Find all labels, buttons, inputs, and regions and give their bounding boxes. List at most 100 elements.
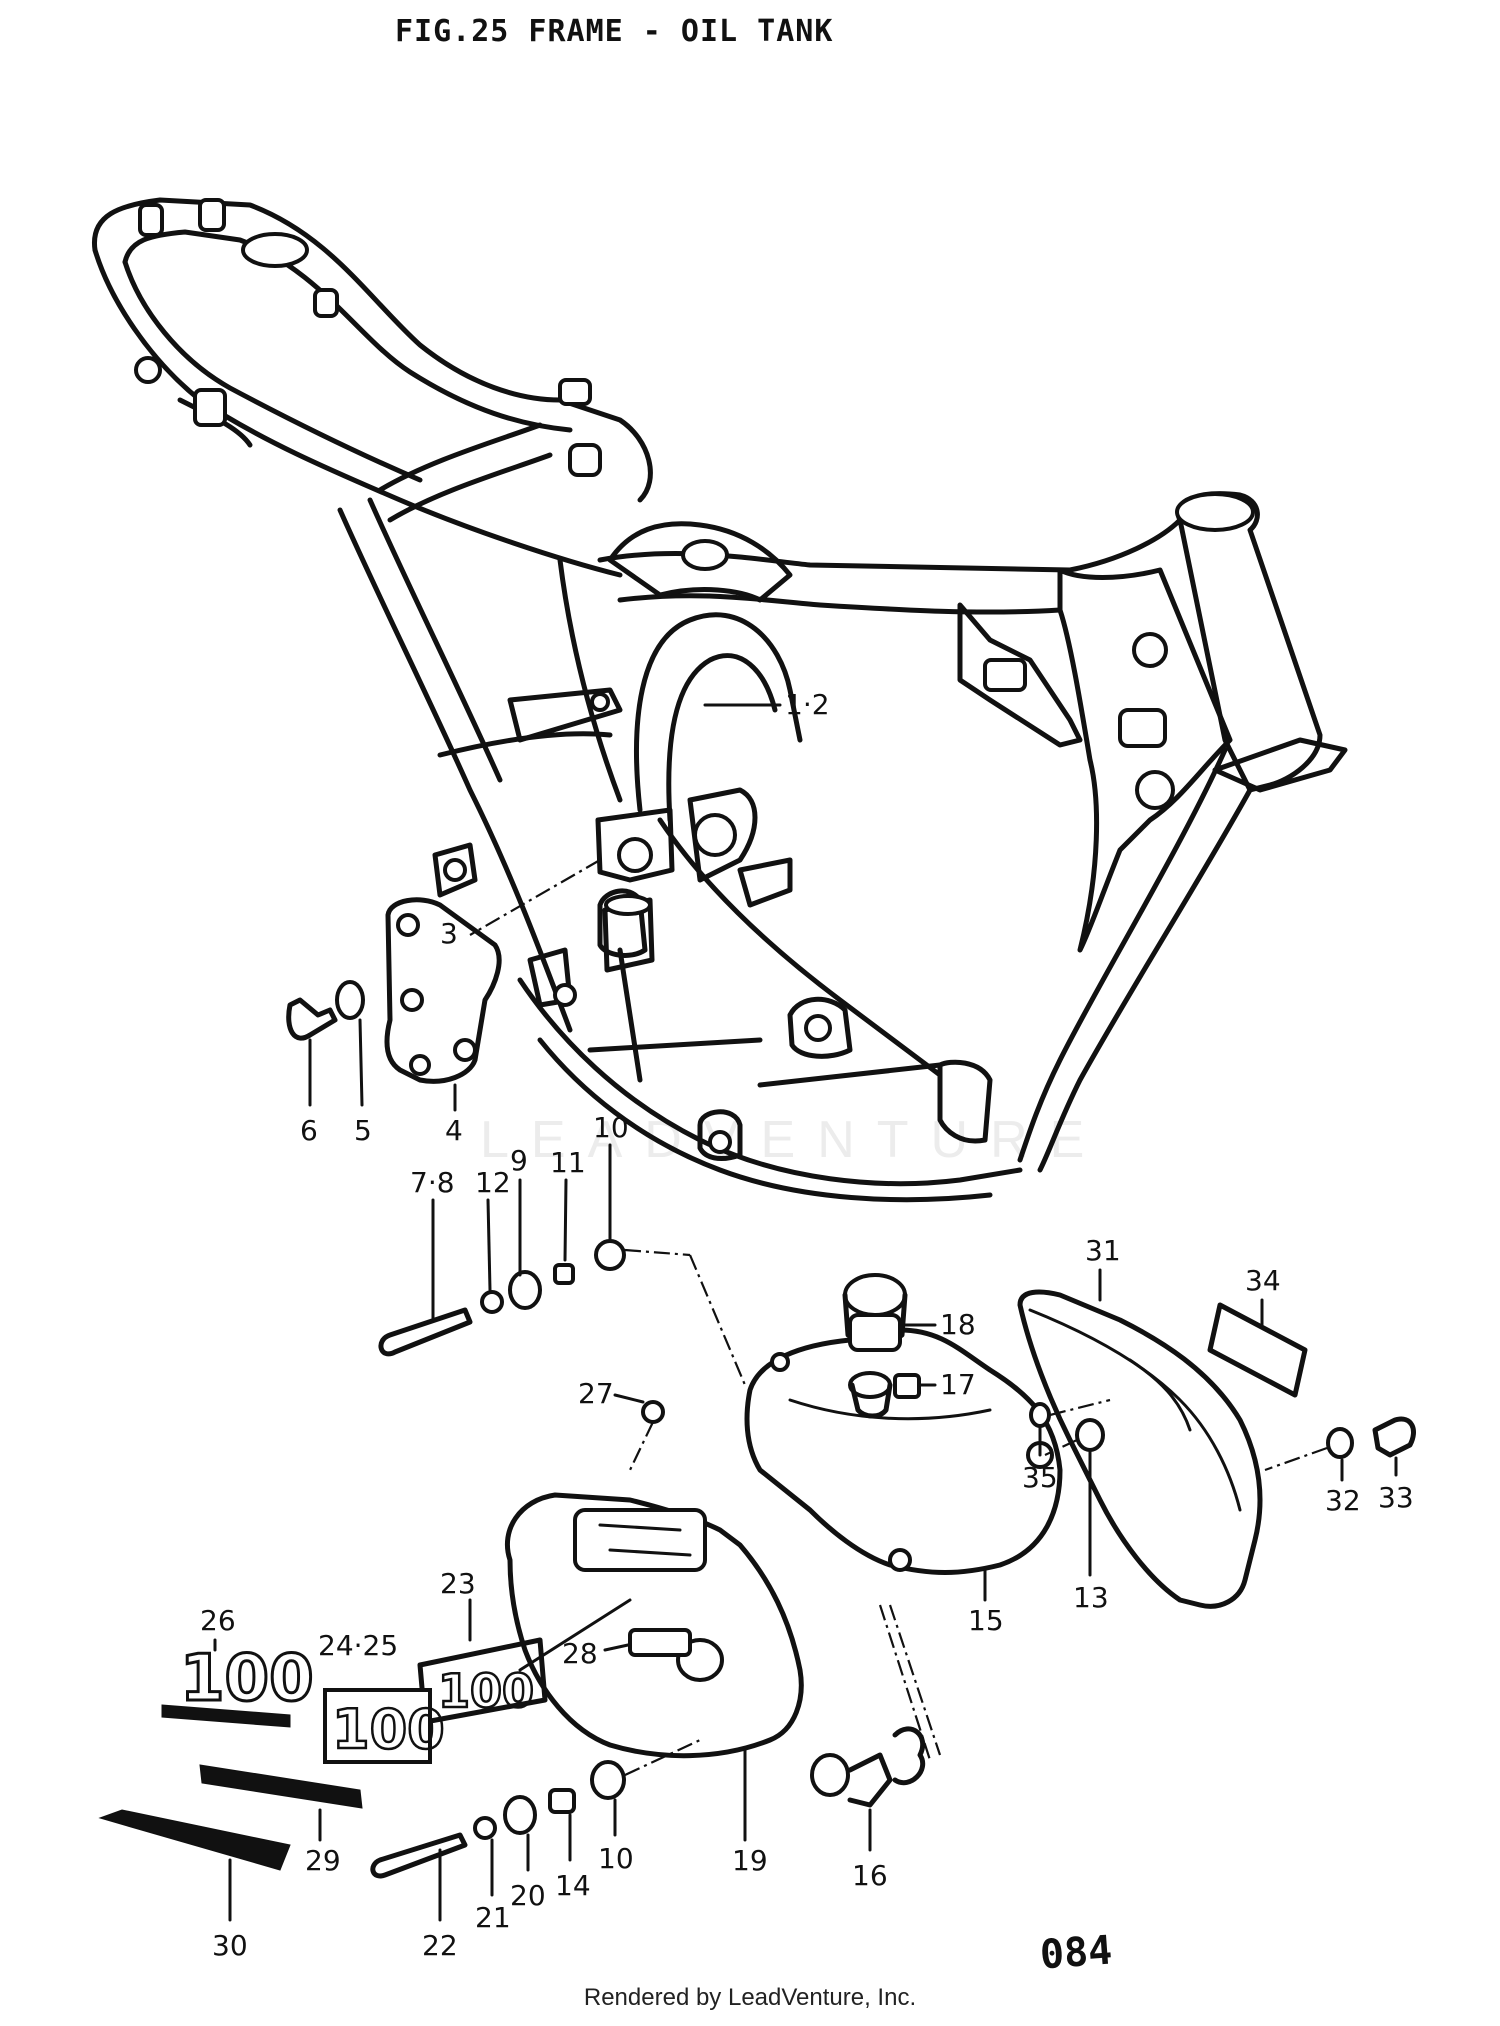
- side-bracket-hole: [396, 913, 420, 937]
- frame-lower-lug-hole: [708, 1130, 732, 1154]
- callout-16: 16: [852, 1859, 888, 1892]
- side-cover-31-edge: [1028, 1308, 1242, 1512]
- oil-tank-outlet: [888, 1548, 912, 1572]
- frame-gusset-tab: [1118, 708, 1167, 748]
- engine-mount-hole: [617, 837, 653, 873]
- frame-tab: [241, 232, 309, 268]
- frame-rear-down-tube: [337, 507, 573, 1033]
- frame-lug: [134, 356, 162, 384]
- oil-tank-filler-neck: [848, 1313, 902, 1352]
- leader-10b-to-cover: [624, 1739, 701, 1776]
- nut-21: [473, 1816, 497, 1840]
- frame-bracket-upper: [507, 687, 623, 743]
- callout-32: 32: [1325, 1484, 1361, 1517]
- callout-14: 14: [555, 1869, 591, 1902]
- side-bracket-hole: [400, 988, 424, 1012]
- frame-cradle-rail: [657, 817, 943, 1078]
- callout-35: 35: [1022, 1461, 1058, 1494]
- callout-28: 28: [562, 1637, 598, 1670]
- bolt-6: [286, 997, 338, 1041]
- callout-7-8: 7·8: [410, 1166, 455, 1199]
- nut-12: [480, 1290, 504, 1314]
- footer-credit: Rendered by LeadVenture, Inc.: [583, 1984, 917, 2011]
- fitting-16-elbow: [847, 1752, 893, 1808]
- frame-front-gusset: [1057, 567, 1233, 953]
- leader-16-to-tank: [888, 1604, 942, 1756]
- side-cover-31-rib: [1128, 1358, 1192, 1432]
- engine-mount-hole: [693, 813, 737, 857]
- frame-seat-rail-outer: [91, 197, 653, 503]
- frame-shock-mount: [193, 388, 227, 427]
- frame-mount-pin-top: [604, 894, 652, 916]
- frame-cradle-cross-2: [587, 1037, 763, 1053]
- leader-23-to-cover: [518, 1598, 632, 1672]
- figure-title: FIG.25 FRAME - OIL TANK: [395, 14, 834, 49]
- callout-10b: 10: [598, 1842, 634, 1875]
- callout-5: 5: [354, 1114, 372, 1147]
- frame-side-tab-hole: [553, 983, 577, 1007]
- frame-assembly: 1·2: [91, 197, 1348, 1203]
- frame-seat-tube-arch-inner: [666, 653, 778, 823]
- frame-bracket-hole: [590, 692, 610, 712]
- frame-tab: [568, 443, 602, 477]
- callout-13: 13: [1073, 1581, 1109, 1614]
- side-cover-19: [504, 1492, 804, 1759]
- side-cover-recess-line: [608, 1548, 692, 1557]
- side-bracket-hole: [453, 1038, 477, 1062]
- callout-34: 34: [1245, 1264, 1281, 1297]
- bolt-7-8: [378, 1307, 473, 1357]
- frame-tab: [313, 288, 339, 318]
- callout-18: 18: [940, 1308, 976, 1341]
- callout-24-25: 24·25: [318, 1629, 398, 1662]
- collar-14: [548, 1788, 576, 1814]
- frame-backbone: [597, 517, 1183, 573]
- steering-head: [1175, 491, 1323, 793]
- label-plate-34: [1207, 1302, 1308, 1398]
- emblem-26-stripe: [161, 1704, 291, 1728]
- callout-leader-3: [469, 859, 601, 936]
- callout-29: 29: [305, 1844, 341, 1877]
- callout-17: 17: [940, 1368, 976, 1401]
- filler-cap-18: [843, 1273, 907, 1317]
- callout-11: 11: [550, 1146, 586, 1179]
- side-bracket-plate: [384, 897, 502, 1084]
- washer-9: [508, 1270, 542, 1310]
- washer-5: [335, 980, 365, 1020]
- frame-tank-bracket-tab: [983, 658, 1027, 692]
- frame-cradle-lower-2: [537, 1037, 993, 1203]
- callout-33: 33: [1378, 1481, 1414, 1514]
- callout-1-2: 1·2: [785, 688, 830, 721]
- leader-16-to-tank-2: [878, 1604, 932, 1761]
- emblem-26-text: 100: [180, 1642, 314, 1716]
- callout-leader-28: [603, 1643, 630, 1652]
- washer-32: [1326, 1427, 1354, 1459]
- frame-front-lug: [937, 1059, 993, 1144]
- callout-12: 12: [475, 1166, 511, 1199]
- callout-leader-12: [486, 1198, 492, 1292]
- side-bracket-hole: [409, 1054, 431, 1076]
- stripe-30: [98, 1809, 291, 1871]
- frame-side-tab: [432, 842, 478, 898]
- frame-seat-rail-inner: [122, 229, 573, 433]
- callout-leader-11: [563, 1178, 568, 1262]
- oil-tank-group: 7·8 12 9 11 10 18 17: [98, 1111, 1109, 1962]
- fitting-16-clip: [892, 1726, 926, 1786]
- emblem-24-25-text: 100: [332, 1698, 445, 1761]
- frame-gusset-hole: [681, 539, 729, 571]
- frame-cradle-rail-2: [617, 947, 643, 1083]
- frame-tab: [198, 198, 226, 232]
- frame-tab: [558, 378, 592, 406]
- strainer-17-tab: [893, 1373, 921, 1399]
- frame-down-tube-inner: [1037, 787, 1253, 1173]
- frame-rear-crosstube: [177, 397, 253, 448]
- callout-15: 15: [968, 1604, 1004, 1637]
- frame-seat-rail-lower: [92, 247, 623, 578]
- screw-33: [1372, 1416, 1416, 1458]
- callout-31: 31: [1085, 1234, 1121, 1267]
- callout-leader-5: [358, 1018, 364, 1107]
- side-cover-31: [1017, 1289, 1263, 1609]
- frame-seat-tube-arch: [634, 612, 803, 813]
- callout-10a: 10: [593, 1111, 629, 1144]
- screw-27: [641, 1400, 665, 1424]
